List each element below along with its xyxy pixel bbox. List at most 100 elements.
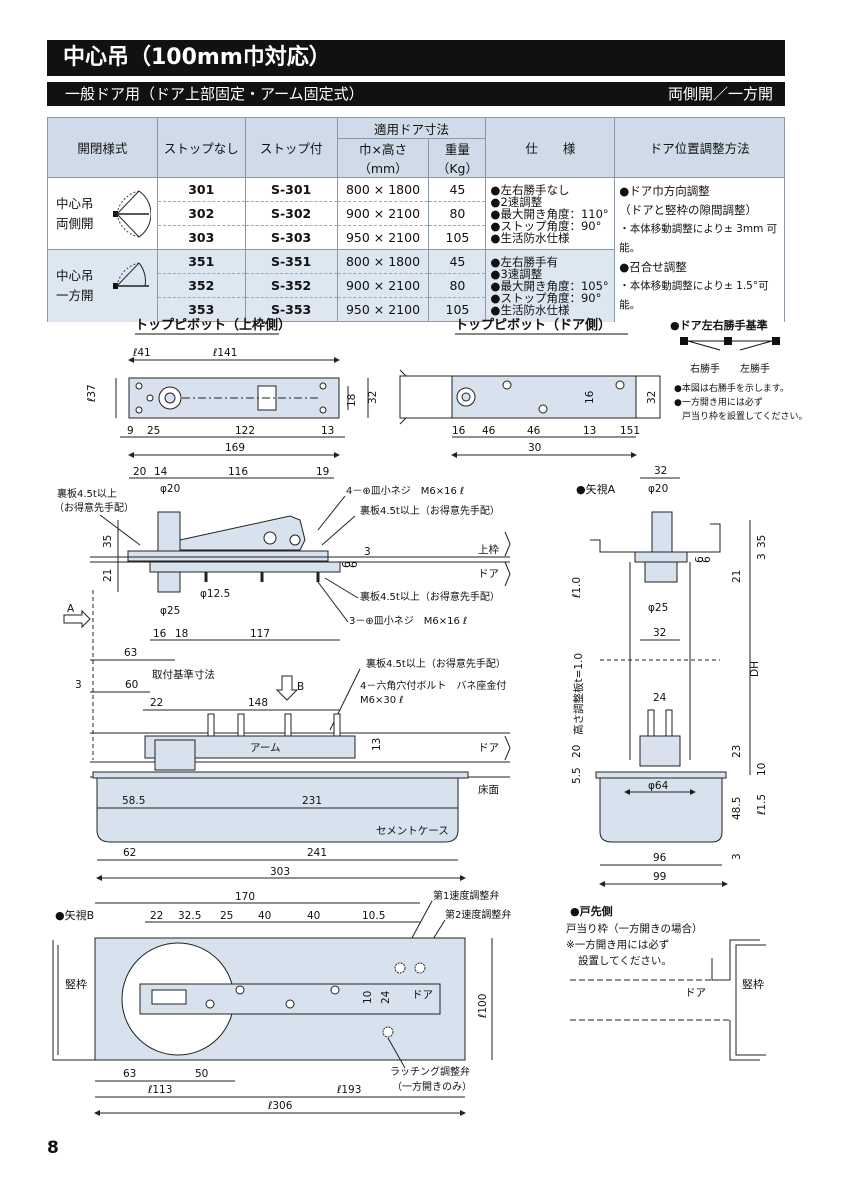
svg-text:ドア: ドア (478, 742, 499, 754)
svg-text:トップピボット（ドア側）: トップピボット（ドア側） (455, 317, 611, 333)
view-a-drawing: ●矢視A 32 φ20 35 3 6 6 21 ℓ1.0 φ25 32 高さ調整… (571, 465, 768, 887)
svg-text:16: 16 (153, 628, 167, 640)
svg-text:6: 6 (701, 556, 713, 563)
svg-text:24: 24 (380, 990, 392, 1004)
svg-text:3: 3 (364, 546, 371, 558)
page-number: 8 (47, 1138, 59, 1158)
model-no-stop: 353 (156, 297, 246, 322)
svg-text:116: 116 (228, 466, 248, 478)
model-with-stop: S-303 (244, 225, 338, 250)
header-with-stop: ストップ付 (244, 117, 338, 178)
svg-text:（一方開きのみ）: （一方開きのみ） (392, 1080, 472, 1093)
svg-text:96: 96 (653, 852, 667, 864)
svg-text:46: 46 (527, 425, 541, 437)
svg-text:22: 22 (150, 910, 163, 922)
svg-text:裏板4.5t以上（お得意先手配）: 裏板4.5t以上（お得意先手配） (360, 504, 500, 517)
subtitle-bar: 一般ドア用（ドア上部固定・アーム固定式） 両側開／一方開 (47, 82, 785, 106)
svg-text:40: 40 (258, 910, 271, 922)
header-weight: 重量（Kg） (428, 138, 487, 178)
main-section-drawing: 20 14 116 19 φ20 裏板4.5t以上 （お得意先手配） 4－⊕皿小… (54, 466, 511, 760)
svg-text:※一方開き用には必ず: ※一方開き用には必ず (566, 938, 669, 951)
svg-text:6: 6 (348, 561, 360, 568)
top-pivot-frame-drawing: トップピボット（上枠側） ℓ41 ℓ141 ℓ37 18 32 9 25 122… (86, 317, 379, 458)
svg-text:右勝手: 右勝手 (690, 362, 720, 375)
svg-text:13: 13 (321, 425, 334, 437)
svg-text:ℓ141: ℓ141 (212, 347, 237, 359)
svg-text:ドア: ドア (412, 989, 433, 1001)
svg-text:戸当り枠（一方開きの場合）: 戸当り枠（一方開きの場合） (566, 922, 703, 935)
double-swing-icon (112, 190, 151, 237)
adjust-method: ●ドア巾方向調整 （ドアと竪枠の隙間調整） ・本体移動調整により± 3mm 可能… (614, 177, 785, 322)
view-b-drawing: ●矢視B 170 22 32.5 25 40 40 10.5 第1速度調整弁 第… (52, 889, 511, 1116)
svg-text:φ25: φ25 (648, 602, 668, 614)
svg-text:231: 231 (302, 795, 322, 807)
model-no-stop: 302 (156, 201, 246, 226)
door-weight: 45 (428, 249, 487, 274)
svg-text:ℓ306: ℓ306 (267, 1100, 293, 1112)
svg-text:3: 3 (756, 553, 768, 560)
svg-text:竪枠: 竪枠 (742, 977, 764, 991)
svg-text:10: 10 (362, 991, 374, 1004)
svg-text:22: 22 (150, 697, 163, 709)
door-size: 900 × 2100 (336, 201, 430, 226)
svg-text:DH: DH (749, 661, 761, 677)
style-cell-1: 中心吊 両側開 (47, 177, 158, 250)
svg-text:35: 35 (102, 535, 114, 548)
top-pivot-door-drawing: トップピボット（ドア側） 16 32 16 46 46 13 151 30 (399, 317, 661, 458)
svg-text:117: 117 (250, 628, 270, 640)
svg-text:50: 50 (195, 1068, 208, 1080)
svg-text:ℓ193: ℓ193 (336, 1084, 361, 1096)
spec-list-1: ●左右勝手なし ●2速調整 ●最大開き角度：110° ●ストップ角度：90° ●… (485, 177, 616, 250)
svg-text:●戸先側: ●戸先側 (570, 904, 613, 918)
svg-text:φ20: φ20 (160, 483, 180, 495)
svg-text:30: 30 (528, 442, 541, 454)
header-no-stop: ストップなし (156, 117, 246, 178)
svg-text:φ20: φ20 (648, 483, 668, 495)
svg-text:32.5: 32.5 (178, 910, 201, 922)
svg-text:148: 148 (248, 697, 268, 709)
svg-text:23: 23 (731, 745, 743, 758)
svg-text:241: 241 (307, 847, 327, 859)
svg-text:●矢視A: ●矢視A (576, 482, 616, 496)
svg-text:ℓ1.5: ℓ1.5 (756, 794, 768, 816)
svg-text:32: 32 (653, 627, 666, 639)
door-weight: 105 (428, 297, 487, 322)
svg-text:3: 3 (731, 853, 743, 860)
door-tip-drawing: ●戸先側 戸当り枠（一方開きの場合） ※一方開き用には必ず 設置してください。 … (566, 904, 766, 1061)
page-title: 中心吊（100mm巾対応） (47, 40, 785, 76)
single-swing-icon (112, 262, 149, 289)
svg-text:35: 35 (756, 535, 768, 548)
svg-text:32: 32 (367, 391, 379, 404)
svg-text:ℓ100: ℓ100 (477, 994, 489, 1019)
svg-text:170: 170 (235, 891, 255, 903)
svg-text:62: 62 (123, 847, 136, 859)
svg-text:99: 99 (653, 871, 666, 883)
svg-text:●ドア左右勝手基準: ●ドア左右勝手基準 (670, 318, 768, 332)
svg-text:●一方開き用には必ず: ●一方開き用には必ず (674, 396, 763, 408)
door-size: 800 × 1800 (336, 177, 430, 202)
svg-text:10.5: 10.5 (362, 910, 385, 922)
hand-note: ●ドア左右勝手基準 右勝手 左勝手 ●本図は右勝手を示します。 ●一方開き用には… (670, 318, 807, 422)
svg-text:20: 20 (571, 745, 583, 758)
door-size: 950 × 2100 (336, 297, 430, 322)
svg-text:16: 16 (584, 390, 596, 404)
model-no-stop: 301 (156, 177, 246, 202)
svg-text:3－⊕皿小ネジ M6×16 ℓ: 3－⊕皿小ネジ M6×16 ℓ (349, 615, 467, 627)
svg-text:48.5: 48.5 (731, 797, 743, 820)
door-size: 900 × 2100 (336, 273, 430, 298)
svg-text:裏板4.5t以上（お得意先手配）: 裏板4.5t以上（お得意先手配） (366, 657, 506, 670)
svg-text:M6×30 ℓ: M6×30 ℓ (360, 695, 403, 706)
svg-text:セメントケース: セメントケース (376, 825, 449, 837)
svg-text:ドア: ドア (478, 568, 499, 580)
header-adjust: ドア位置調整方法 (614, 117, 785, 178)
svg-text:設置してください。: 設置してください。 (578, 954, 672, 967)
svg-text:アーム: アーム (250, 742, 281, 754)
svg-text:3: 3 (75, 679, 82, 691)
svg-text:169: 169 (225, 442, 245, 454)
svg-text:4－六角穴付ボルト バネ座金付: 4－六角穴付ボルト バネ座金付 (360, 679, 506, 692)
model-no-stop: 352 (156, 273, 246, 298)
top-pivot-frame-title: トップピボット（上枠側） (135, 317, 291, 333)
svg-text:21: 21 (731, 570, 743, 583)
svg-text:4－⊕皿小ネジ M6×16 ℓ: 4－⊕皿小ネジ M6×16 ℓ (346, 485, 464, 497)
